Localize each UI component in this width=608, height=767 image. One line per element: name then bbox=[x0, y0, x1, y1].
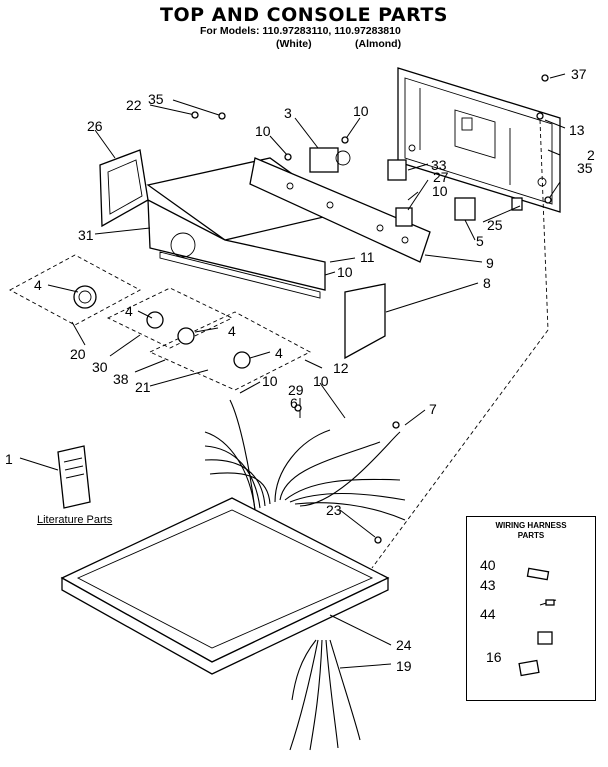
callout-27: 27 bbox=[433, 169, 449, 185]
callout-10c: 10 bbox=[432, 183, 448, 199]
models-line: For Models: 110.97283110, 110.97283810 bbox=[200, 25, 401, 37]
callout-4a: 4 bbox=[34, 277, 42, 293]
callout-38: 38 bbox=[113, 371, 129, 387]
callout-25: 25 bbox=[487, 217, 503, 233]
callout-10a: 10 bbox=[255, 123, 271, 139]
callout-3: 3 bbox=[284, 105, 292, 121]
console-top bbox=[146, 157, 347, 299]
leader-lines bbox=[19, 73, 566, 669]
harness-title-line2: PARTS bbox=[517, 531, 545, 540]
literature-parts-text: Literature Parts bbox=[37, 514, 113, 526]
callout-23: 23 bbox=[326, 502, 342, 518]
literature-parts-label: Literature Parts bbox=[37, 514, 112, 526]
callout-35b: 35 bbox=[577, 160, 593, 176]
callout-10b: 10 bbox=[353, 103, 369, 119]
switch-33 bbox=[387, 159, 407, 181]
harness-part-43 bbox=[539, 599, 557, 606]
color-almond-label: (Almond) bbox=[355, 38, 402, 50]
console-end-cap bbox=[344, 283, 386, 360]
switch-27 bbox=[395, 207, 413, 227]
knob-group-30 bbox=[106, 287, 234, 349]
color-white-label: (White) bbox=[276, 38, 312, 50]
wiring-harness bbox=[204, 399, 406, 521]
callout-4d: 4 bbox=[275, 345, 283, 361]
harness-box-title: WIRING HARNESS PARTS bbox=[467, 521, 595, 541]
callout-16: 16 bbox=[486, 649, 502, 665]
part-25 bbox=[511, 197, 523, 211]
rear-panel bbox=[397, 67, 561, 213]
callout-10f: 10 bbox=[313, 373, 329, 389]
page-title: TOP AND CONSOLE PARTS bbox=[160, 4, 448, 26]
callout-40: 40 bbox=[480, 557, 496, 573]
callout-21: 21 bbox=[135, 379, 151, 395]
callout-19: 19 bbox=[396, 658, 412, 674]
knob-group-38 bbox=[148, 311, 311, 391]
switch-5 bbox=[454, 197, 476, 221]
callout-35a: 35 bbox=[148, 91, 164, 107]
timer-part bbox=[309, 147, 351, 173]
callout-5: 5 bbox=[476, 233, 484, 249]
callout-11: 11 bbox=[360, 249, 375, 265]
top-panel bbox=[60, 497, 390, 675]
control-bracket bbox=[249, 157, 431, 263]
fasteners bbox=[191, 74, 552, 544]
callout-1: 1 bbox=[5, 451, 13, 467]
harness-part-16 bbox=[518, 659, 540, 677]
callout-2: 2 bbox=[587, 147, 595, 163]
harness-title-line1: WIRING HARNESS bbox=[495, 521, 567, 530]
callout-7: 7 bbox=[429, 401, 437, 417]
knob-group-20 bbox=[9, 254, 141, 326]
callout-4c: 4 bbox=[228, 323, 236, 339]
harness-part-40 bbox=[526, 567, 550, 581]
callout-31: 31 bbox=[78, 227, 94, 243]
callout-43: 43 bbox=[480, 577, 496, 593]
callout-33: 33 bbox=[431, 157, 447, 173]
callout-13: 13 bbox=[569, 122, 585, 138]
callout-12: 12 bbox=[333, 360, 349, 376]
callout-22: 22 bbox=[126, 97, 142, 113]
wiring-harness-parts-box: WIRING HARNESS PARTS bbox=[466, 516, 596, 701]
callout-29: 29 bbox=[288, 382, 304, 398]
callout-8: 8 bbox=[483, 275, 491, 291]
callout-4b: 4 bbox=[125, 303, 133, 319]
callout-26: 26 bbox=[87, 118, 103, 134]
literature-booklet bbox=[57, 445, 91, 509]
callout-20: 20 bbox=[70, 346, 86, 362]
side-end-cap bbox=[99, 149, 149, 228]
callout-labels: 1 2 3 4 4 4 4 5 6 7 8 9 10 10 10 10 10 1… bbox=[5, 66, 595, 674]
callout-6: 6 bbox=[290, 395, 298, 411]
callout-30: 30 bbox=[92, 359, 108, 375]
callout-24: 24 bbox=[396, 637, 412, 653]
lower-harness bbox=[289, 639, 361, 751]
callout-10d: 10 bbox=[337, 264, 353, 280]
callout-10e: 10 bbox=[262, 373, 278, 389]
callout-9: 9 bbox=[486, 255, 494, 271]
harness-part-44 bbox=[537, 631, 553, 645]
callout-44: 44 bbox=[480, 606, 496, 622]
callout-37: 37 bbox=[571, 66, 587, 82]
